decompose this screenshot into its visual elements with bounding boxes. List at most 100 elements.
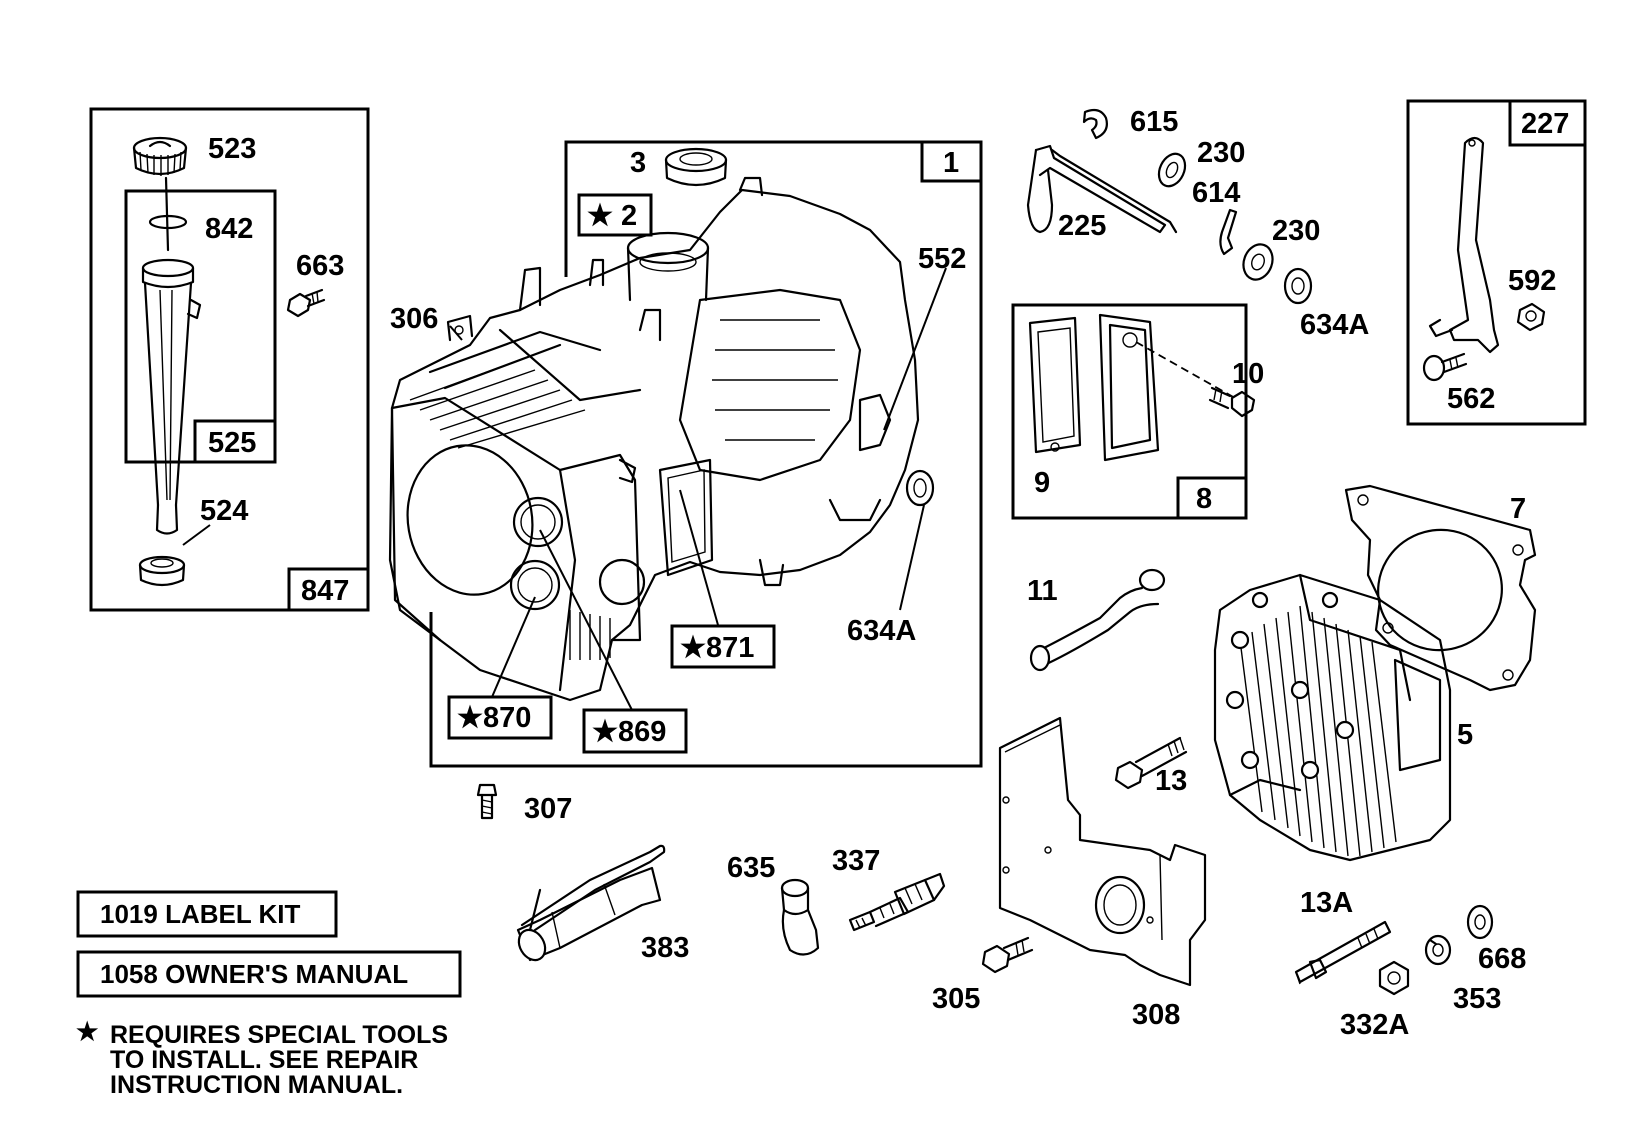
callout-9: 9: [1034, 467, 1050, 499]
callout-306: 306: [390, 303, 438, 335]
governor-lever-group: [1406, 99, 1587, 426]
owners-manual-box: [76, 950, 462, 998]
callout-5: 5: [1457, 719, 1473, 751]
kit-1-label-box: [920, 140, 983, 183]
callout-635: 635: [727, 852, 775, 884]
cylinder-block: [388, 176, 920, 702]
label-kit-box: [76, 890, 338, 938]
kit-8-label-box: [1176, 476, 1248, 520]
kit-871-label-box: [670, 624, 776, 669]
owners-manual-text: 1058 OWNER'S MANUAL: [100, 959, 408, 989]
hitch-pin-614: [1219, 208, 1238, 256]
note-star-icon: ★: [76, 1018, 99, 1046]
breather-assembly-8: [1098, 313, 1160, 462]
e-ring-615: [1082, 108, 1108, 140]
callout-663: 663: [296, 250, 344, 282]
callout-592: 592: [1508, 265, 1556, 297]
dipstick-tube: [141, 258, 202, 535]
callout-225: 225: [1058, 210, 1106, 242]
lock-washer-353: [1424, 934, 1452, 966]
callout-523: 523: [208, 133, 256, 165]
callout-11: 11: [1027, 575, 1058, 607]
screw-562: [1422, 352, 1468, 382]
kit-870-label-box: [447, 695, 553, 740]
screw-663: [286, 288, 326, 318]
head-gasket-7: [1344, 484, 1537, 692]
callout-332A: 332A: [1340, 1009, 1409, 1041]
kit-525-label-box: [193, 419, 277, 464]
stud-13A: [1294, 920, 1392, 985]
kit-2-label-box: [577, 193, 653, 237]
label-kit-text: 1019 LABEL KIT: [100, 899, 300, 929]
callout-7: 7: [1510, 493, 1526, 525]
callout-307: 307: [524, 793, 572, 825]
screw-307: [476, 783, 498, 820]
spark-plug-wrench-383: [516, 844, 666, 962]
callout-2: ★ 2: [587, 200, 637, 232]
breather-group: [1011, 303, 1256, 520]
callout-8: 8: [1196, 483, 1212, 515]
dipstick-assembly-group: [89, 107, 370, 612]
callout-525: 525: [208, 427, 256, 459]
seal-634A-shaft: [1283, 267, 1313, 305]
callout-308: 308: [1132, 999, 1180, 1031]
callout-634A-block: 634A: [847, 615, 916, 647]
callout-3: 3: [630, 147, 646, 179]
breather-tube-11: [1029, 568, 1166, 672]
callout-615: 615: [1130, 106, 1178, 138]
spark-plug-337: [848, 872, 946, 932]
callout-337: 337: [832, 845, 880, 877]
kit-227-label-box: [1508, 99, 1587, 147]
nut-592: [1516, 302, 1546, 332]
cylinder-block-group: [388, 140, 983, 820]
bolt-13: [1114, 736, 1188, 790]
callout-870: ★870: [457, 702, 531, 734]
callout-13A: 13A: [1300, 887, 1353, 919]
screw-305: [981, 936, 1034, 974]
note-line-2: TO INSTALL. SEE REPAIR: [110, 1046, 418, 1074]
callout-230-upper: 230: [1197, 137, 1245, 169]
callout-230-lower: 230: [1272, 215, 1320, 247]
dipstick-cap: [132, 136, 188, 176]
callout-869: ★869: [592, 716, 666, 748]
o-ring-842: [148, 214, 188, 230]
governor-shaft-225: [1026, 144, 1178, 234]
note-line-3: INSTRUCTION MANUAL.: [110, 1071, 403, 1099]
callout-842: 842: [205, 213, 253, 245]
callout-871: ★871: [680, 632, 754, 664]
kit-869-label-box: [582, 708, 688, 754]
bearing-3: [664, 147, 728, 187]
note-line-1: REQUIRES SPECIAL TOOLS: [110, 1021, 448, 1049]
kit-847-frame: [89, 107, 370, 612]
cylinder-head-group: [1114, 484, 1537, 862]
cylinder-head-5: [1213, 573, 1452, 862]
nut-332A: [1378, 960, 1410, 996]
kit-847-label-box: [287, 567, 370, 612]
governor-shaft-group: [1026, 108, 1313, 305]
callout-10: 10: [1232, 358, 1264, 390]
callout-13: 13: [1155, 765, 1187, 797]
callout-562: 562: [1447, 383, 1495, 415]
screw-10: [1208, 386, 1256, 418]
governor-lever: [1428, 136, 1500, 354]
oil-seal-634A: [905, 469, 935, 507]
washer-230a: [1157, 152, 1187, 188]
callout-353: 353: [1453, 983, 1501, 1015]
breather-gasket-9: [1028, 316, 1082, 454]
callout-552: 552: [918, 243, 966, 275]
kit-227-frame: [1406, 99, 1587, 426]
spark-plug-boot-635: [780, 878, 820, 956]
callout-614: 614: [1192, 177, 1240, 209]
callout-383: 383: [641, 932, 689, 964]
callout-227: 227: [1521, 108, 1569, 140]
callout-847: 847: [301, 575, 349, 607]
kit-1-frame: [429, 140, 983, 768]
breather-frame: [1011, 303, 1248, 520]
callout-634A-shaft: 634A: [1300, 309, 1369, 341]
grommet-524: [138, 555, 186, 587]
callout-305: 305: [932, 983, 980, 1015]
washer-668: [1466, 904, 1494, 940]
callout-668: 668: [1478, 943, 1526, 975]
callout-524: 524: [200, 495, 248, 527]
